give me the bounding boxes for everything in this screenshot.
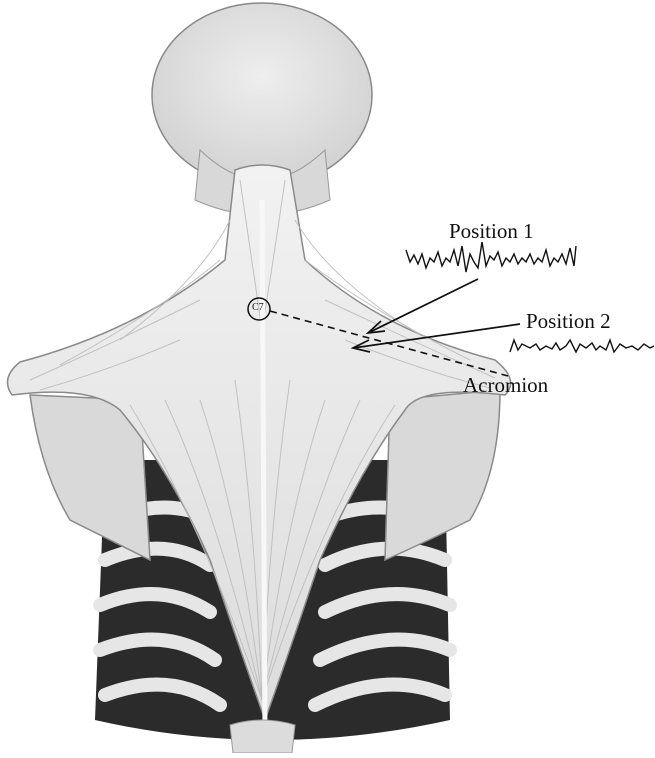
position-2-label: Position 2 <box>526 309 611 334</box>
position-1-label: Position 1 <box>449 219 534 244</box>
acromion-label: Acromion <box>463 373 548 398</box>
emg-trace-position-1 <box>406 242 576 272</box>
c7-label: C7 <box>252 302 264 313</box>
emg-trace-position-2 <box>510 340 654 352</box>
